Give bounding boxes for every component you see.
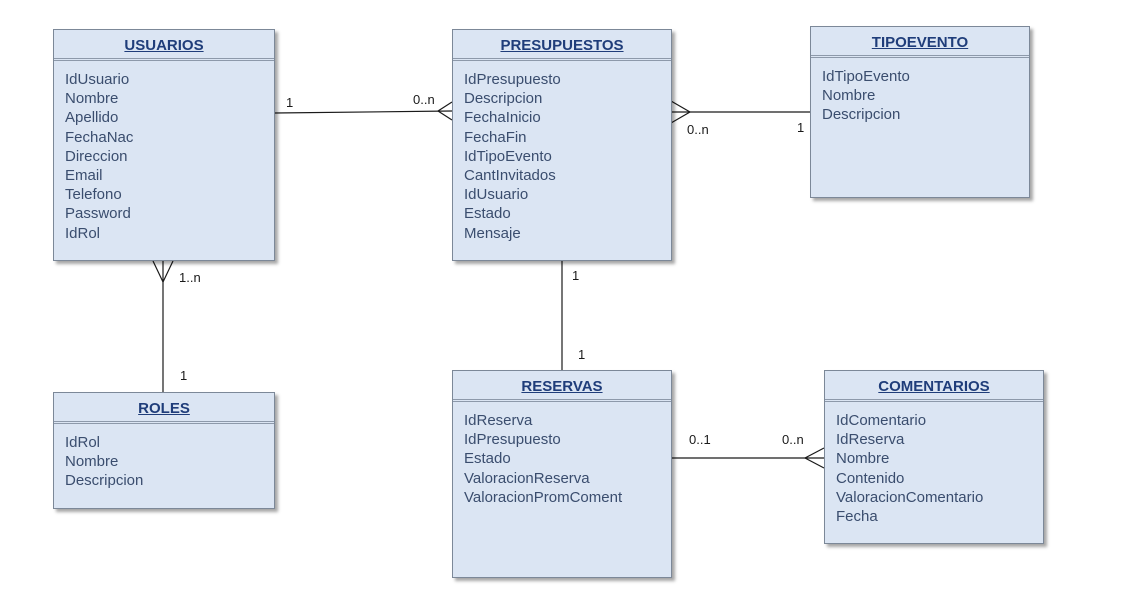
attribute-item: ValoracionPromComent: [464, 488, 623, 506]
attribute-item: Nombre: [836, 450, 890, 468]
entity-title: PRESUPUESTOS: [453, 30, 671, 61]
attribute-item: CantInvitados: [464, 167, 556, 185]
attribute-item: Telefono: [65, 186, 122, 204]
entity-title: RESERVAS: [453, 371, 671, 402]
attribute-item: IdRol: [65, 434, 101, 451]
attribute-item: IdReserva: [836, 431, 905, 449]
cardinality-usuarios-presupuestos-to: 0..n: [413, 92, 435, 107]
presupuestos-tipoevento-crowfoot: [670, 100, 692, 124]
usuarios-presupuestos-line: [274, 110, 453, 114]
attribute-item: IdPresupuesto: [464, 71, 561, 88]
attribute-item: FechaInicio: [464, 109, 541, 127]
attribute-item: Apellido: [65, 109, 119, 127]
attribute-item: Direccion: [65, 147, 128, 165]
entity-title: USUARIOS: [54, 30, 274, 61]
cardinality-presupuestos-reservas-to: 1: [578, 347, 586, 362]
cardinality-presupuestos-tipoevento-from: 0..n: [687, 122, 709, 137]
attribute-item: Fecha: [836, 508, 878, 526]
cardinality-presupuestos-tipoevento-to: 1: [797, 120, 805, 135]
entity-title: TIPOEVENTO: [811, 27, 1029, 58]
attribute-item: Estado: [464, 450, 511, 468]
attribute-item: IdReserva: [464, 412, 533, 429]
attribute-item: Descripcion: [65, 472, 144, 490]
usuarios-roles-crowfoot: [152, 260, 174, 284]
cardinality-usuarios-roles-from: 1..n: [179, 270, 201, 285]
attribute-item: Email: [65, 167, 103, 185]
reservas-comentarios-crowfoot: [803, 447, 825, 469]
attribute-item: Nombre: [822, 87, 876, 105]
attribute-item: Mensaje: [464, 224, 521, 242]
attribute-item: IdTipoEvento: [464, 147, 552, 165]
attribute-item: ValoracionComentario: [836, 488, 984, 506]
entity-title: COMENTARIOS: [825, 371, 1043, 402]
attribute-item: Descripcion: [822, 106, 901, 124]
attribute-item: Estado: [464, 205, 511, 223]
attribute-item: Nombre: [65, 453, 119, 471]
cardinality-usuarios-presupuestos-from: 1: [286, 95, 294, 110]
cardinality-reservas-comentarios-from: 0..1: [689, 432, 711, 447]
attribute-item: IdTipoEvento: [822, 68, 910, 85]
attribute-item: IdUsuario: [65, 71, 130, 88]
entity-title: ROLES: [54, 393, 274, 424]
attribute-item: FechaFin: [464, 128, 527, 146]
cardinality-reservas-comentarios-to: 0..n: [782, 432, 804, 447]
attribute-item: Password: [65, 205, 131, 223]
attribute-item: FechaNac: [65, 128, 134, 146]
attribute-item: Contenido: [836, 469, 905, 487]
attribute-item: ValoracionReserva: [464, 469, 590, 487]
cardinality-presupuestos-reservas-from: 1: [572, 268, 580, 283]
usuarios-presupuestos-crowfoot: [436, 101, 453, 121]
cardinality-usuarios-roles-to: 1: [180, 368, 188, 383]
attribute-item: IdComentario: [836, 412, 927, 429]
attribute-item: IdRol: [65, 224, 101, 242]
attribute-item: Nombre: [65, 90, 119, 108]
attribute-item: Descripcion: [464, 90, 543, 108]
attribute-item: IdUsuario: [464, 186, 529, 204]
attribute-item: IdPresupuesto: [464, 431, 561, 449]
